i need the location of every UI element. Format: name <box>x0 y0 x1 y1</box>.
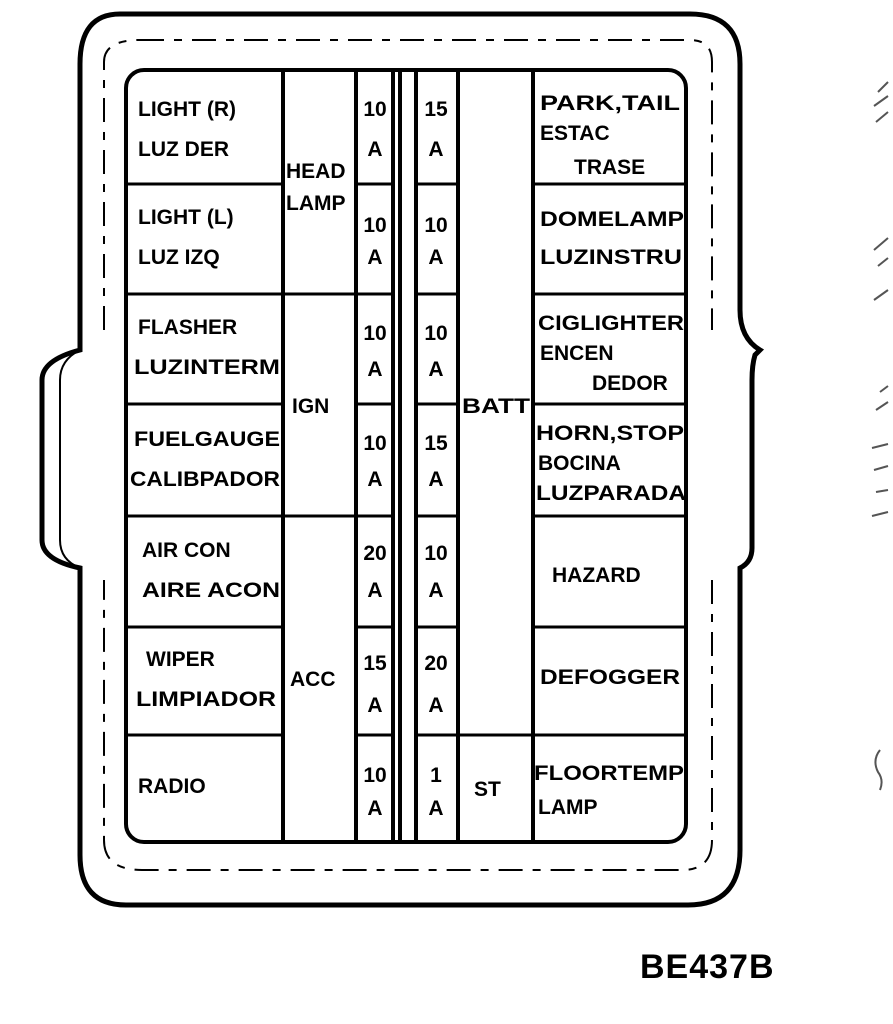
circuit-label-hazard: HAZARD <box>552 564 641 587</box>
circuit-label-domelamp-1: DOMELAMP <box>540 208 684 231</box>
circuit-label-flasher-1: FLASHER <box>138 316 237 339</box>
fuse-row-dividers <box>356 182 458 737</box>
right-fuse-ratings: 15 A 10 A 10 A 15 A 10 A 20 A 1 A <box>424 98 448 820</box>
circuit-label-hornstop-3: LUZPARADA <box>536 482 686 505</box>
fuse-box-housing <box>39 11 765 908</box>
fuse-right-6-rating: 20 <box>424 652 447 675</box>
fuse-panel <box>124 68 688 844</box>
circuit-label-fuelgauge-2: CALIBPADOR <box>130 468 280 491</box>
figure-reference-code: BE437B <box>640 948 775 986</box>
circuit-label-hornstop-1: HORN,STOP <box>536 422 684 445</box>
group-label-head: HEAD <box>286 160 346 183</box>
circuit-label-light-r-1: LIGHT (R) <box>138 98 236 121</box>
left-row-dividers <box>126 182 283 737</box>
circuit-label-parktail-1: PARK,TAIL <box>540 92 680 115</box>
circuit-label-wiper-1: WIPER <box>146 648 215 671</box>
circuit-label-flasher-2: LUZINTERM <box>134 356 280 379</box>
scan-artifact-marks <box>871 81 889 791</box>
left-fuse-ratings: 10 A 10 A 10 A 10 A 20 A 15 A 10 A <box>363 98 387 820</box>
group-label-acc: ACC <box>290 668 336 691</box>
group-label-batt: BATT <box>462 395 530 418</box>
fuse-left-5-unit: A <box>367 579 382 602</box>
circuit-label-parktail-2: ESTAC <box>540 122 610 145</box>
fuse-right-3-unit: A <box>428 358 443 381</box>
fuse-left-2-rating: 10 <box>363 214 386 237</box>
fuse-right-1-rating: 15 <box>424 98 448 121</box>
circuit-label-fuelgauge-1: FUELGAUGE <box>134 428 280 451</box>
circuit-label-ciglighter-2: ENCEN <box>540 342 614 365</box>
fuse-right-6-unit: A <box>428 694 443 717</box>
fuse-left-7-unit: A <box>367 797 382 820</box>
circuit-label-aircon-1: AIR CON <box>142 539 231 562</box>
fuse-right-7-unit: A <box>428 797 443 820</box>
fuse-left-5-rating: 20 <box>363 542 386 565</box>
fuse-box-inner-outline <box>103 39 713 871</box>
housing-left-tab <box>59 349 81 569</box>
fuse-right-4-rating: 15 <box>424 432 448 455</box>
column-dividers <box>281 70 535 842</box>
group-label-st: ST <box>474 778 501 801</box>
fuse-left-3-unit: A <box>367 358 382 381</box>
fuse-right-2-rating: 10 <box>424 214 447 237</box>
right-group-labels: BATT ST <box>462 395 530 801</box>
group-label-ign: IGN <box>292 395 329 418</box>
circuit-label-wiper-2: LIMPIADOR <box>136 688 276 711</box>
fuse-left-6-unit: A <box>367 694 382 717</box>
fuse-left-2-unit: A <box>367 246 382 269</box>
fuse-right-3-rating: 10 <box>424 322 447 345</box>
circuit-label-light-r-2: LUZ DER <box>138 138 229 161</box>
fuse-right-4-unit: A <box>428 468 443 491</box>
group-label-lamp: LAMP <box>286 192 346 215</box>
fuse-left-4-unit: A <box>367 468 382 491</box>
circuit-label-defogger: DEFOGGER <box>540 666 680 689</box>
circuit-label-radio: RADIO <box>138 775 206 798</box>
fuse-left-4-rating: 10 <box>363 432 386 455</box>
circuit-label-ciglighter-1: CIGLIGHTER <box>538 312 684 335</box>
circuit-label-domelamp-2: LUZINSTRU <box>540 246 682 269</box>
fuse-right-1-unit: A <box>428 138 443 161</box>
fuse-right-5-unit: A <box>428 579 443 602</box>
circuit-label-floortemp-2: LAMP <box>538 796 598 819</box>
fuse-right-5-rating: 10 <box>424 542 447 565</box>
circuit-label-light-l-1: LIGHT (L) <box>138 206 234 229</box>
circuit-label-parktail-3: TRASE <box>574 156 645 179</box>
fuse-right-7-rating: 1 <box>430 764 442 787</box>
circuit-label-light-l-2: LUZ IZQ <box>138 246 220 269</box>
left-group-dividers <box>283 292 356 518</box>
right-circuit-labels: PARK,TAIL ESTAC TRASE DOMELAMP LUZINSTRU… <box>534 92 686 819</box>
fuse-left-6-rating: 15 <box>363 652 387 675</box>
right-row-dividers <box>533 182 686 737</box>
circuit-label-aircon-2: AIRE ACON <box>142 579 280 602</box>
fuse-right-2-unit: A <box>428 246 443 269</box>
fuse-left-1-unit: A <box>367 138 382 161</box>
circuit-label-floortemp-1: FLOORTEMP <box>534 762 684 785</box>
fuse-left-3-rating: 10 <box>363 322 386 345</box>
fuse-left-1-rating: 10 <box>363 98 386 121</box>
left-group-labels: HEAD LAMP IGN ACC <box>286 160 346 691</box>
circuit-label-ciglighter-3: DEDOR <box>592 372 668 395</box>
fuse-left-7-rating: 10 <box>363 764 386 787</box>
circuit-label-hornstop-2: BOCINA <box>538 452 621 475</box>
left-circuit-labels: LIGHT (R) LUZ DER LIGHT (L) LUZ IZQ FLAS… <box>130 98 280 798</box>
